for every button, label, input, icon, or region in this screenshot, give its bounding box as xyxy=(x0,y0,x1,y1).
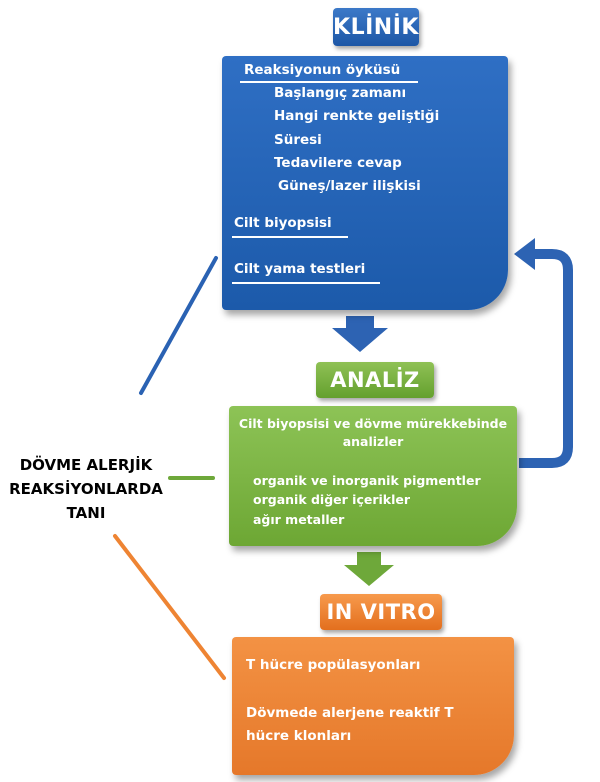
invitro-panel: T hücre popülasyonları Dövmede alerjene … xyxy=(232,637,514,775)
invitro-label: IN VITRO xyxy=(320,594,442,630)
diagram-title-line-2: REAKSİYONLARDA xyxy=(9,480,163,498)
klinik-item: Hangi renkte geliştiği xyxy=(274,108,440,124)
klinik-item: Güneş/lazer ilişkisi xyxy=(278,178,421,194)
klinik-item: Süresi xyxy=(274,132,322,148)
analiz-heading: Cilt biyopsisi ve dövme mürekkebinde xyxy=(238,416,508,431)
klinik-biopsy: Cilt biyopsisi xyxy=(234,215,332,231)
diagram-title: DÖVME ALERJİK REAKSİYONLARDA TANI xyxy=(0,453,172,525)
analiz-item: organik diğer içerikler xyxy=(253,492,411,507)
invitro-item: hücre klonları xyxy=(246,728,352,744)
klinik-label: KLİNİK xyxy=(333,8,419,46)
klinik-patch: Cilt yama testleri xyxy=(234,261,366,277)
invitro-item: Dövmede alerjene reaktif T xyxy=(246,705,454,721)
klinik-item: Başlangıç zamanı xyxy=(274,85,407,101)
klinik-item: Tedavilere cevap xyxy=(274,155,402,171)
analiz-item: organik ve inorganik pigmentler xyxy=(253,473,481,488)
klinik-panel: Reaksiyonun öyküsü Başlangıç zamanı Hang… xyxy=(222,56,508,310)
analiz-label: ANALİZ xyxy=(316,362,434,398)
invitro-connector-line xyxy=(113,534,226,680)
klinik-heading: Reaksiyonun öyküsü xyxy=(244,62,401,78)
feedback-arrow-icon xyxy=(519,249,573,468)
invitro-item: T hücre popülasyonları xyxy=(246,657,421,673)
diagram-title-line-1: DÖVME ALERJİK xyxy=(19,456,153,474)
analiz-to-invitro-arrow-icon xyxy=(344,552,394,586)
feedback-arrowhead-icon xyxy=(514,238,535,270)
diagram-title-line-3: TANI xyxy=(66,504,106,522)
klinik-to-analiz-arrow-icon xyxy=(332,316,388,352)
analiz-panel: Cilt biyopsisi ve dövme mürekkebinde ana… xyxy=(229,406,517,546)
analiz-heading-line-2: analizler xyxy=(342,434,404,449)
klinik-heading-underline xyxy=(240,81,418,83)
klinik-connector-line xyxy=(139,256,218,395)
klinik-patch-underline xyxy=(232,282,380,284)
klinik-biopsy-underline xyxy=(232,236,348,238)
analiz-item: ağır metaller xyxy=(253,512,345,527)
